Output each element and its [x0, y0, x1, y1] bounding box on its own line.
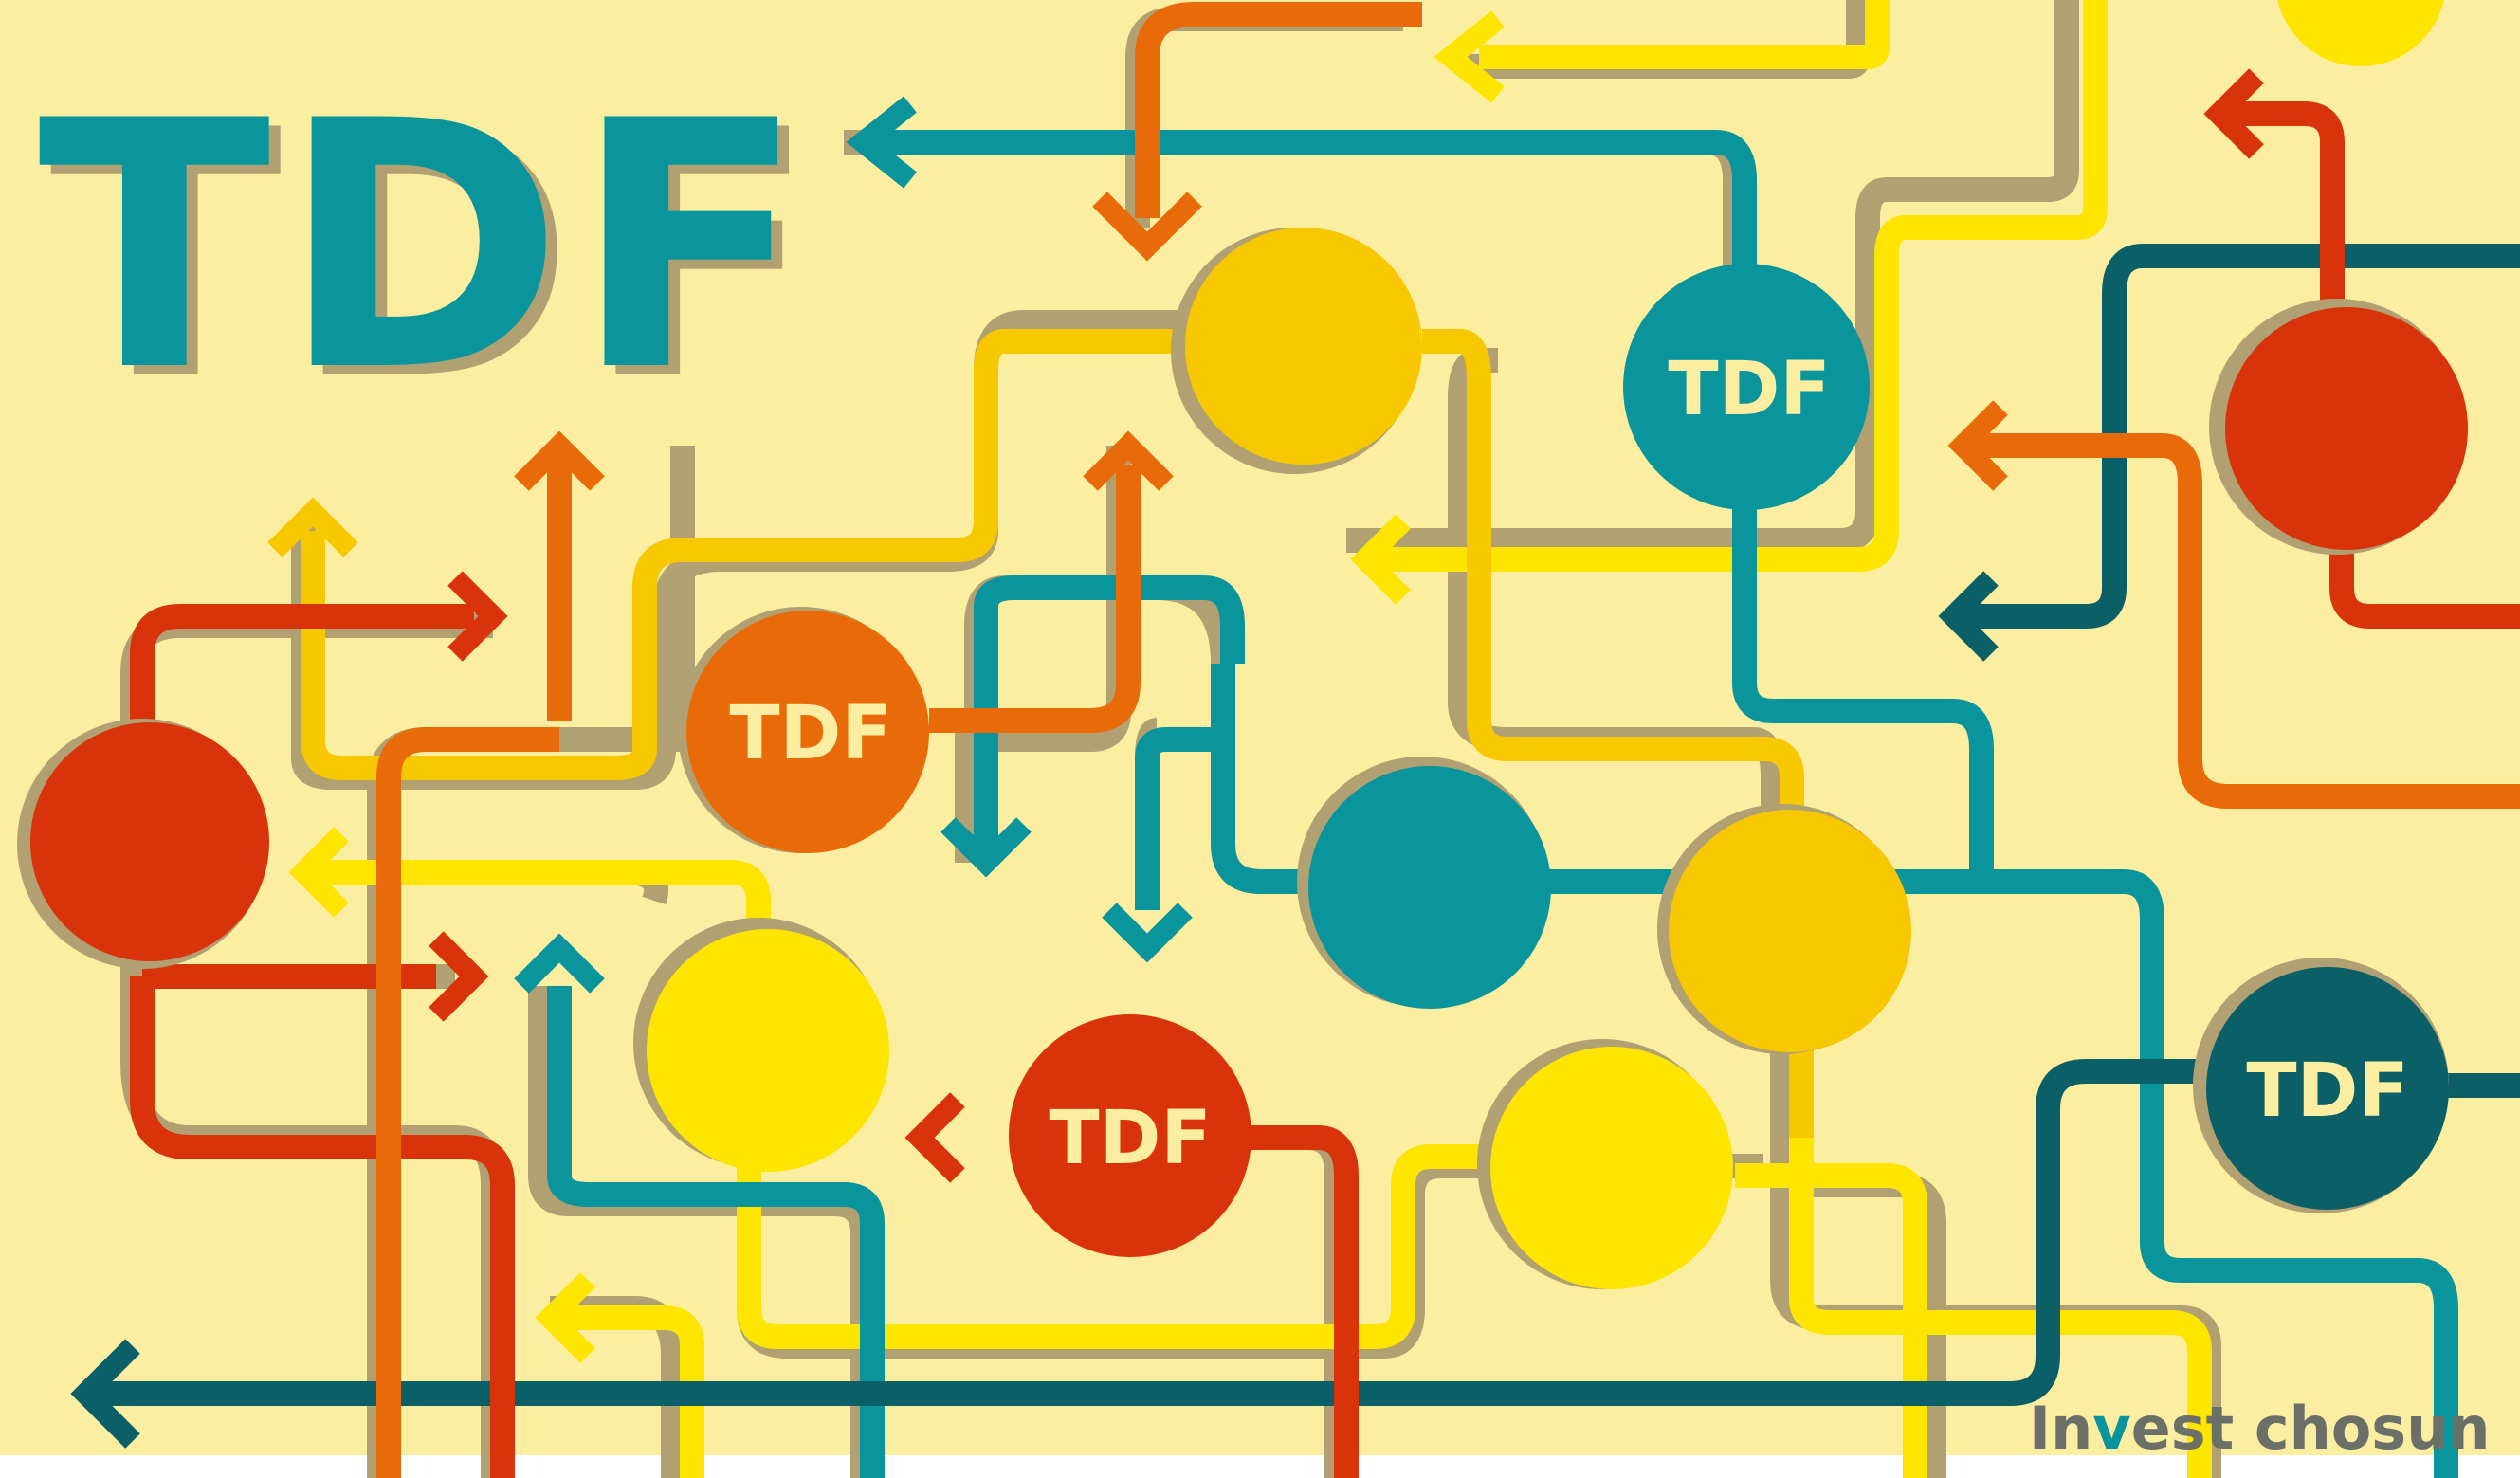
node-label: TDF [729, 691, 891, 776]
arrow-down-icon [1092, 192, 1202, 262]
node-red-tdf [1009, 1014, 1251, 1257]
arrow-up-icon [514, 933, 605, 994]
arrow-up-icon [267, 497, 358, 557]
node-gold [1185, 228, 1422, 465]
node-red [2225, 307, 2468, 550]
red-lines [130, 101, 2520, 1478]
arrowheads [70, 10, 2264, 1449]
arrow-left-icon [535, 1272, 595, 1363]
node-yellow [647, 929, 889, 1172]
arrow-left-icon [904, 1092, 965, 1183]
node-label: TDF [2246, 1049, 2408, 1134]
watermark: Invest chosun [2029, 1394, 2490, 1463]
arrow-left-icon [1350, 514, 1411, 605]
arrow-up-icon [1083, 430, 1174, 491]
gold-lines [301, 329, 1814, 1138]
node-yellow [1490, 1047, 1733, 1289]
arrow-left-icon [1938, 571, 1999, 662]
arrow-left-icon [846, 96, 917, 189]
orange-lines [376, 2, 2520, 1478]
node-orange-tdf [686, 611, 929, 853]
bottom-border [0, 1455, 2520, 1478]
node-red [30, 722, 269, 961]
node-label: TDF [1049, 1096, 1211, 1181]
watermark-suffix: est chosun [2131, 1394, 2491, 1463]
node-label: TDF [1668, 347, 1830, 432]
node-yellow [2277, 0, 2444, 66]
arrow-left-icon [1947, 400, 2008, 491]
page-title-shadow: TDF [49, 58, 827, 455]
node-teal [1308, 766, 1551, 1009]
node-gold [1669, 810, 1911, 1052]
arrow-left-icon [1433, 10, 1505, 103]
arrow-left-icon [2203, 68, 2264, 159]
arrow-down-icon [1102, 903, 1193, 963]
yellow-lines [313, 0, 2212, 1478]
arrow-up-icon [514, 430, 605, 491]
page-title: TDF [38, 48, 815, 446]
watermark-highlight: v [2092, 1394, 2130, 1463]
arrow-down-icon [940, 817, 1032, 878]
node-dark-teal-tdf [2206, 967, 2449, 1210]
arrow-right-icon [429, 931, 489, 1022]
teal-lines [547, 130, 2458, 1478]
nodes [17, 0, 2468, 1289]
watermark-prefix: In [2029, 1394, 2092, 1463]
node-teal-tdf [1623, 264, 1870, 510]
arrow-left-icon [288, 827, 349, 918]
arrow-right-icon [447, 571, 508, 662]
arrow-left-icon [70, 1339, 140, 1449]
node-labels: TDF TDF TDF TDF [729, 347, 2408, 1181]
